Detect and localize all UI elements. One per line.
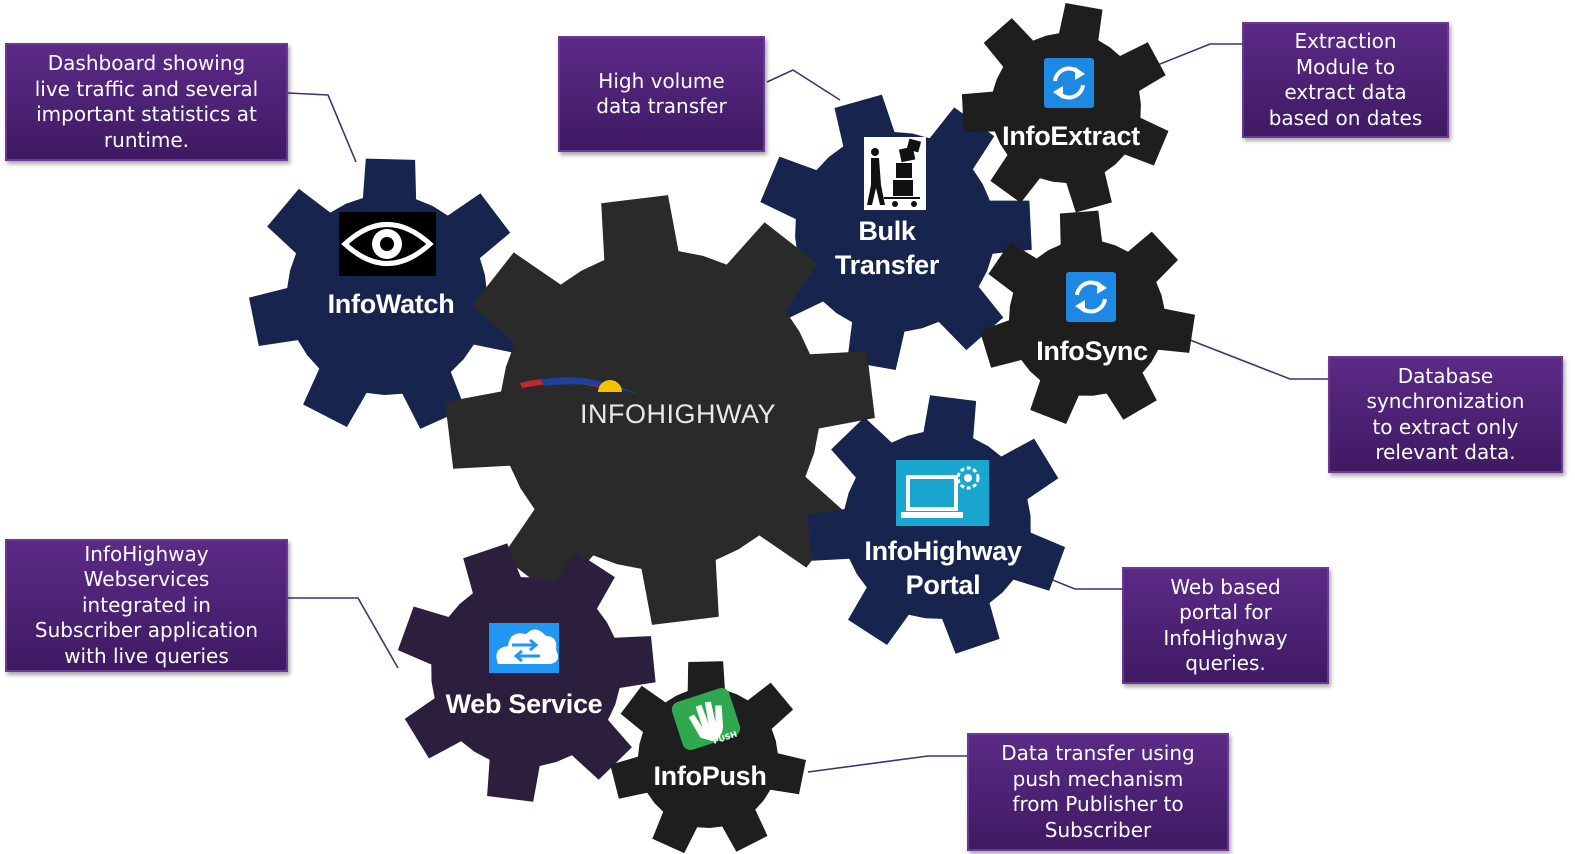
callout-portal: Web based portal for InfoHighway queries… — [1122, 567, 1329, 684]
connector-infowatch — [287, 92, 357, 163]
callout-infosync: Database synchronization to extract only… — [1328, 356, 1563, 473]
callout-bulk-transfer: High volume data transfer — [558, 36, 765, 152]
laptop-gear-icon — [896, 460, 989, 526]
logo-blue-swoosh — [540, 377, 640, 395]
gear-label-infopush: InfoPush — [653, 761, 767, 791]
cart-boxes-icon — [864, 137, 926, 210]
callout-webservice: InfoHighway Webservices integrated in Su… — [5, 539, 288, 672]
callout-infosync-text: Database synchronization to extract only… — [1366, 363, 1525, 465]
push-hand-icon: PUSH — [671, 688, 741, 750]
gear-label-infowatch: InfoWatch — [327, 289, 455, 319]
connector-bulk — [766, 69, 841, 101]
callout-bulk-transfer-text: High volume data transfer — [596, 68, 727, 119]
callout-infopush-text: Data transfer using push mechanism from … — [1001, 741, 1195, 842]
callout-infopush: Data transfer using push mechanism from … — [967, 733, 1229, 851]
gear-label-web-service: Web Service — [445, 689, 603, 719]
callout-infoextract-text: Extraction Module to extract data based … — [1268, 29, 1423, 130]
connector-infopush — [807, 755, 968, 773]
infohighway-logo-icon — [520, 377, 640, 395]
gear-infopush — [610, 661, 806, 854]
gear-label-infoextract: InfoExtract — [1002, 121, 1140, 151]
connector-infoextract — [1134, 43, 1243, 75]
icon-layer: PUSH — [339, 58, 1116, 750]
cloud-transfer-icon — [489, 623, 559, 673]
logo-sun — [598, 380, 622, 392]
gear-center-infohighway — [445, 195, 875, 625]
gear-infowatch — [249, 158, 525, 429]
connector-infosync — [1189, 339, 1330, 380]
infohighway-logo-text: INFOHIGHWAY — [580, 399, 776, 429]
callout-webservice-text: InfoHighway Webservices integrated in Su… — [34, 541, 259, 668]
gear-label-infohighway-portal: InfoHighway Portal — [864, 536, 1022, 600]
callout-infoextract: Extraction Module to extract data based … — [1242, 22, 1449, 138]
connector-webservice — [288, 597, 399, 669]
callout-infowatch-text: Dashboard showing live traffic and sever… — [34, 51, 259, 152]
callout-portal-text: Web based portal for InfoHighway queries… — [1163, 574, 1288, 676]
infosync-refresh-icon — [1066, 272, 1116, 322]
callout-infowatch: Dashboard showing live traffic and sever… — [5, 43, 288, 161]
gear-label-infosync: InfoSync — [1036, 336, 1148, 366]
eye-icon — [339, 212, 436, 276]
infoextract-refresh-icon — [1044, 58, 1094, 108]
gear-bulk-transfer — [760, 94, 1032, 370]
gear-label-bulk-transfer: Bulk Transfer — [834, 216, 940, 280]
